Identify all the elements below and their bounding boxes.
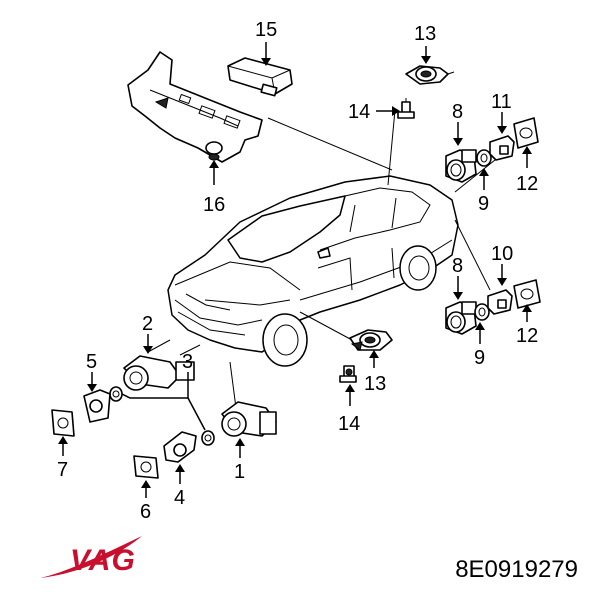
callout-13-top: 13	[414, 23, 436, 45]
control-module-part	[227, 57, 293, 97]
callout-4: 4	[174, 487, 185, 509]
parking-sensor-rear-upper	[445, 149, 477, 183]
callout-3: 3	[182, 351, 193, 373]
adhesive-pad-upper	[513, 117, 539, 149]
callout-12-lower: 12	[516, 325, 538, 347]
sensor-holder-lower	[487, 289, 513, 315]
callout-arrows	[58, 42, 532, 498]
callout-9-lower: 9	[474, 347, 485, 369]
sensor-mount-plate-top	[405, 65, 455, 85]
callout-14-bottom: 14	[338, 413, 360, 435]
brand-name: VAG	[70, 544, 136, 577]
callout-5: 5	[86, 351, 97, 373]
clip-part-top	[397, 98, 415, 119]
sensor-holder-upper	[489, 135, 515, 161]
clip-part-bottom	[339, 365, 357, 383]
callout-6: 6	[140, 501, 151, 523]
sensor-holder-front-left	[83, 389, 111, 423]
parking-sensor-rear-lower	[445, 301, 477, 335]
parking-sensor-front-left	[123, 355, 195, 391]
sensor-mount-plate-bottom	[349, 329, 393, 351]
callout-2: 2	[142, 313, 153, 335]
car-illustration	[167, 175, 459, 367]
callout-12-top: 12	[516, 173, 538, 195]
part-number: 8E0919279	[455, 556, 578, 583]
sensor-holder-front-right	[163, 431, 197, 463]
callout-16: 16	[203, 194, 225, 216]
callout-13-bottom: 13	[364, 373, 386, 395]
callout-7: 7	[57, 459, 68, 481]
callout-9-top: 9	[478, 193, 489, 215]
callout-8-top: 8	[452, 101, 463, 123]
callout-8-lower: 8	[452, 255, 463, 277]
sensor-ring-upper	[476, 149, 492, 167]
callout-1: 1	[234, 461, 245, 483]
sensor-ring-front	[109, 372, 215, 446]
adhesive-pad-front-left	[51, 409, 75, 437]
callout-15: 15	[255, 19, 277, 41]
parking-sensor-front-right	[221, 401, 277, 437]
adhesive-pad-front-right	[133, 455, 159, 479]
callout-14-top: 14	[348, 101, 370, 123]
adhesive-pad-lower	[513, 279, 541, 309]
callout-numbers: 16 15 13 14 8 11 9 12 10 8 9 12 13 14 2 …	[57, 19, 538, 523]
callout-11: 11	[491, 91, 512, 113]
sensor-ring-lower	[474, 303, 490, 321]
callout-10: 10	[491, 243, 513, 265]
